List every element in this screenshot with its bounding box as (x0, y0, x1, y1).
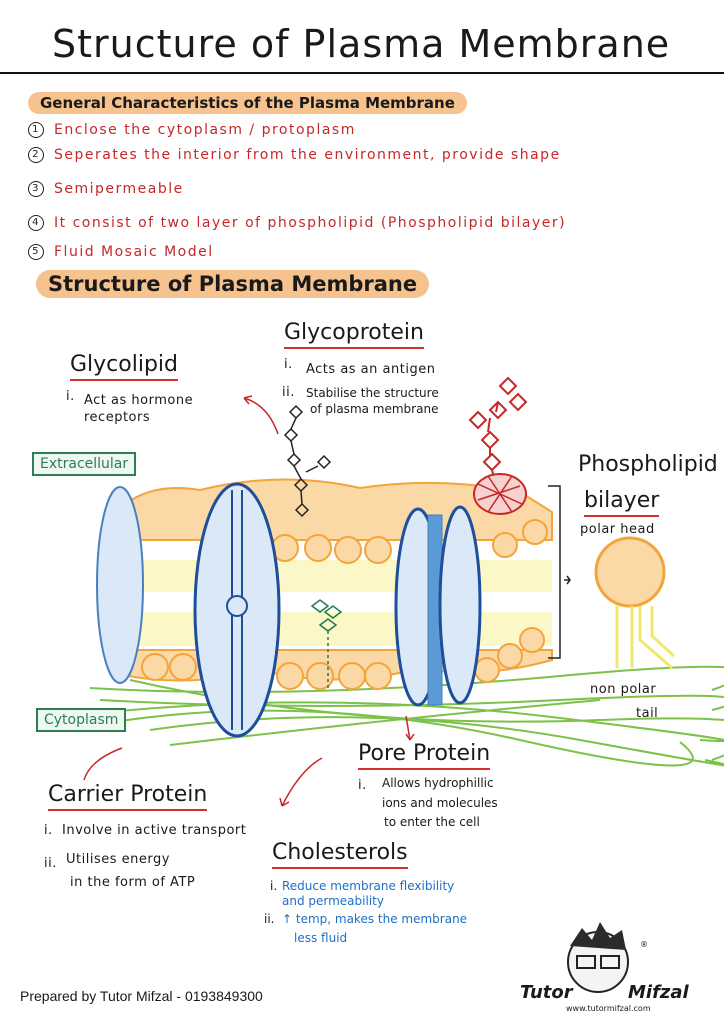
footer-credit: Prepared by Tutor Mifzal - 0193849300 (20, 988, 263, 1004)
glycolipid-chain (283, 404, 332, 518)
polar-head-label: polar head (580, 522, 655, 537)
point-text: Semipermeable (54, 181, 184, 197)
bilayer-title: bilayer (584, 488, 660, 517)
glycolipid-desc-2: receptors (84, 410, 151, 425)
lipid-tails (112, 560, 552, 646)
cytoplasm-label: Cytoplasm (36, 708, 127, 732)
glycoprotein-title: Glycoprotein (284, 320, 424, 349)
glycolipid-num: i. (66, 389, 75, 404)
point-number: 5 (28, 244, 44, 260)
point-text: Fluid Mosaic Model (54, 244, 214, 260)
logo-name-1: Tutor (520, 982, 573, 1003)
pore-protein-shape (394, 505, 482, 707)
pore-num: i. (358, 778, 367, 793)
pointer-arrows (83, 395, 415, 807)
point-text: Enclose the cytoplasm / protoplasm (54, 122, 356, 138)
cholesterol-molecule (310, 599, 343, 690)
point-2: 2 Seperates the interior from the environ… (28, 147, 561, 163)
glycoprotein-chain (468, 376, 528, 479)
carrier-protein-shape (96, 486, 144, 684)
general-heading-text: General Characteristics of the Plasma Me… (28, 92, 467, 114)
point-text: Seperates the interior from the environm… (54, 147, 561, 163)
extracellular-label: Extracellular (32, 452, 137, 476)
carrier-desc-2: Utilises energy (66, 852, 170, 867)
point-number: 1 (28, 122, 44, 138)
carrier-num-2: ii. (44, 856, 57, 871)
logo-name-2: Mifzal (628, 982, 689, 1003)
cholesterol-desc-2b: less fluid (294, 931, 348, 945)
point-5: 5 Fluid Mosaic Model (28, 244, 214, 260)
glycoprotein-desc-1: Acts as an antigen (306, 362, 436, 377)
glycoprotein-desc-2b: of plasma membrane (310, 402, 439, 416)
structure-heading-text: Structure of Plasma Membrane (36, 270, 430, 298)
point-text: It consist of two layer of phospholipid … (54, 215, 567, 231)
cholesterol-desc-1b: and permeability (282, 894, 384, 908)
pore-desc-1: Allows hydrophillic (382, 776, 494, 790)
structure-heading: Structure of Plasma Membrane (36, 270, 430, 298)
nonpolar-label: non polar (590, 682, 657, 697)
pore-desc-3: to enter the cell (384, 815, 480, 829)
logo-url: www.tutormifzal.com (566, 1004, 651, 1013)
tail-label: tail (636, 706, 659, 721)
glycoprotein-num-1: i. (284, 357, 293, 372)
logo-mascot (567, 922, 629, 993)
carrier-desc-2b: in the form of ATP (70, 875, 196, 890)
pore-desc-2: ions and molecules (382, 796, 498, 810)
point-3: 3 Semipermeable (28, 181, 184, 197)
glycoprotein-num-2: ii. (282, 385, 295, 400)
carrier-num-1: i. (44, 823, 53, 838)
cholesterol-num-1: i. (270, 879, 278, 893)
cholesterol-title: Cholesterols (272, 840, 408, 869)
carrier-title: Carrier Protein (48, 782, 208, 811)
bilayer-bracket (548, 485, 561, 659)
cholesterol-num-2: ii. (264, 912, 275, 926)
point-4: 4 It consist of two layer of phospholipid… (28, 215, 566, 231)
glycolipid-desc: Act as hormone (84, 393, 194, 408)
glycoprotein-desc-2: Stabilise the structure (306, 386, 439, 400)
logo-registered-mark: ® (640, 940, 648, 949)
page-title: Structure of Plasma Membrane (52, 22, 671, 66)
point-number: 3 (28, 181, 44, 197)
cholesterol-desc-1: Reduce membrane flexibility (282, 879, 455, 893)
title-divider (0, 72, 724, 74)
point-number: 2 (28, 147, 44, 163)
phospholipid-title: Phospholipid (578, 452, 718, 477)
glycoprotein-head (473, 473, 527, 515)
general-heading: General Characteristics of the Plasma Me… (28, 92, 467, 114)
point-number: 4 (28, 215, 44, 231)
glycolipid-title: Glycolipid (70, 352, 179, 381)
phospholipid-illustration (594, 536, 676, 670)
point-1: 1 Enclose the cytoplasm / protoplasm (28, 122, 356, 138)
carrier-desc-1: Involve in active transport (62, 823, 247, 838)
cholesterol-desc-2: ↑ temp, makes the membrane (282, 912, 468, 926)
pore-title: Pore Protein (358, 741, 491, 770)
